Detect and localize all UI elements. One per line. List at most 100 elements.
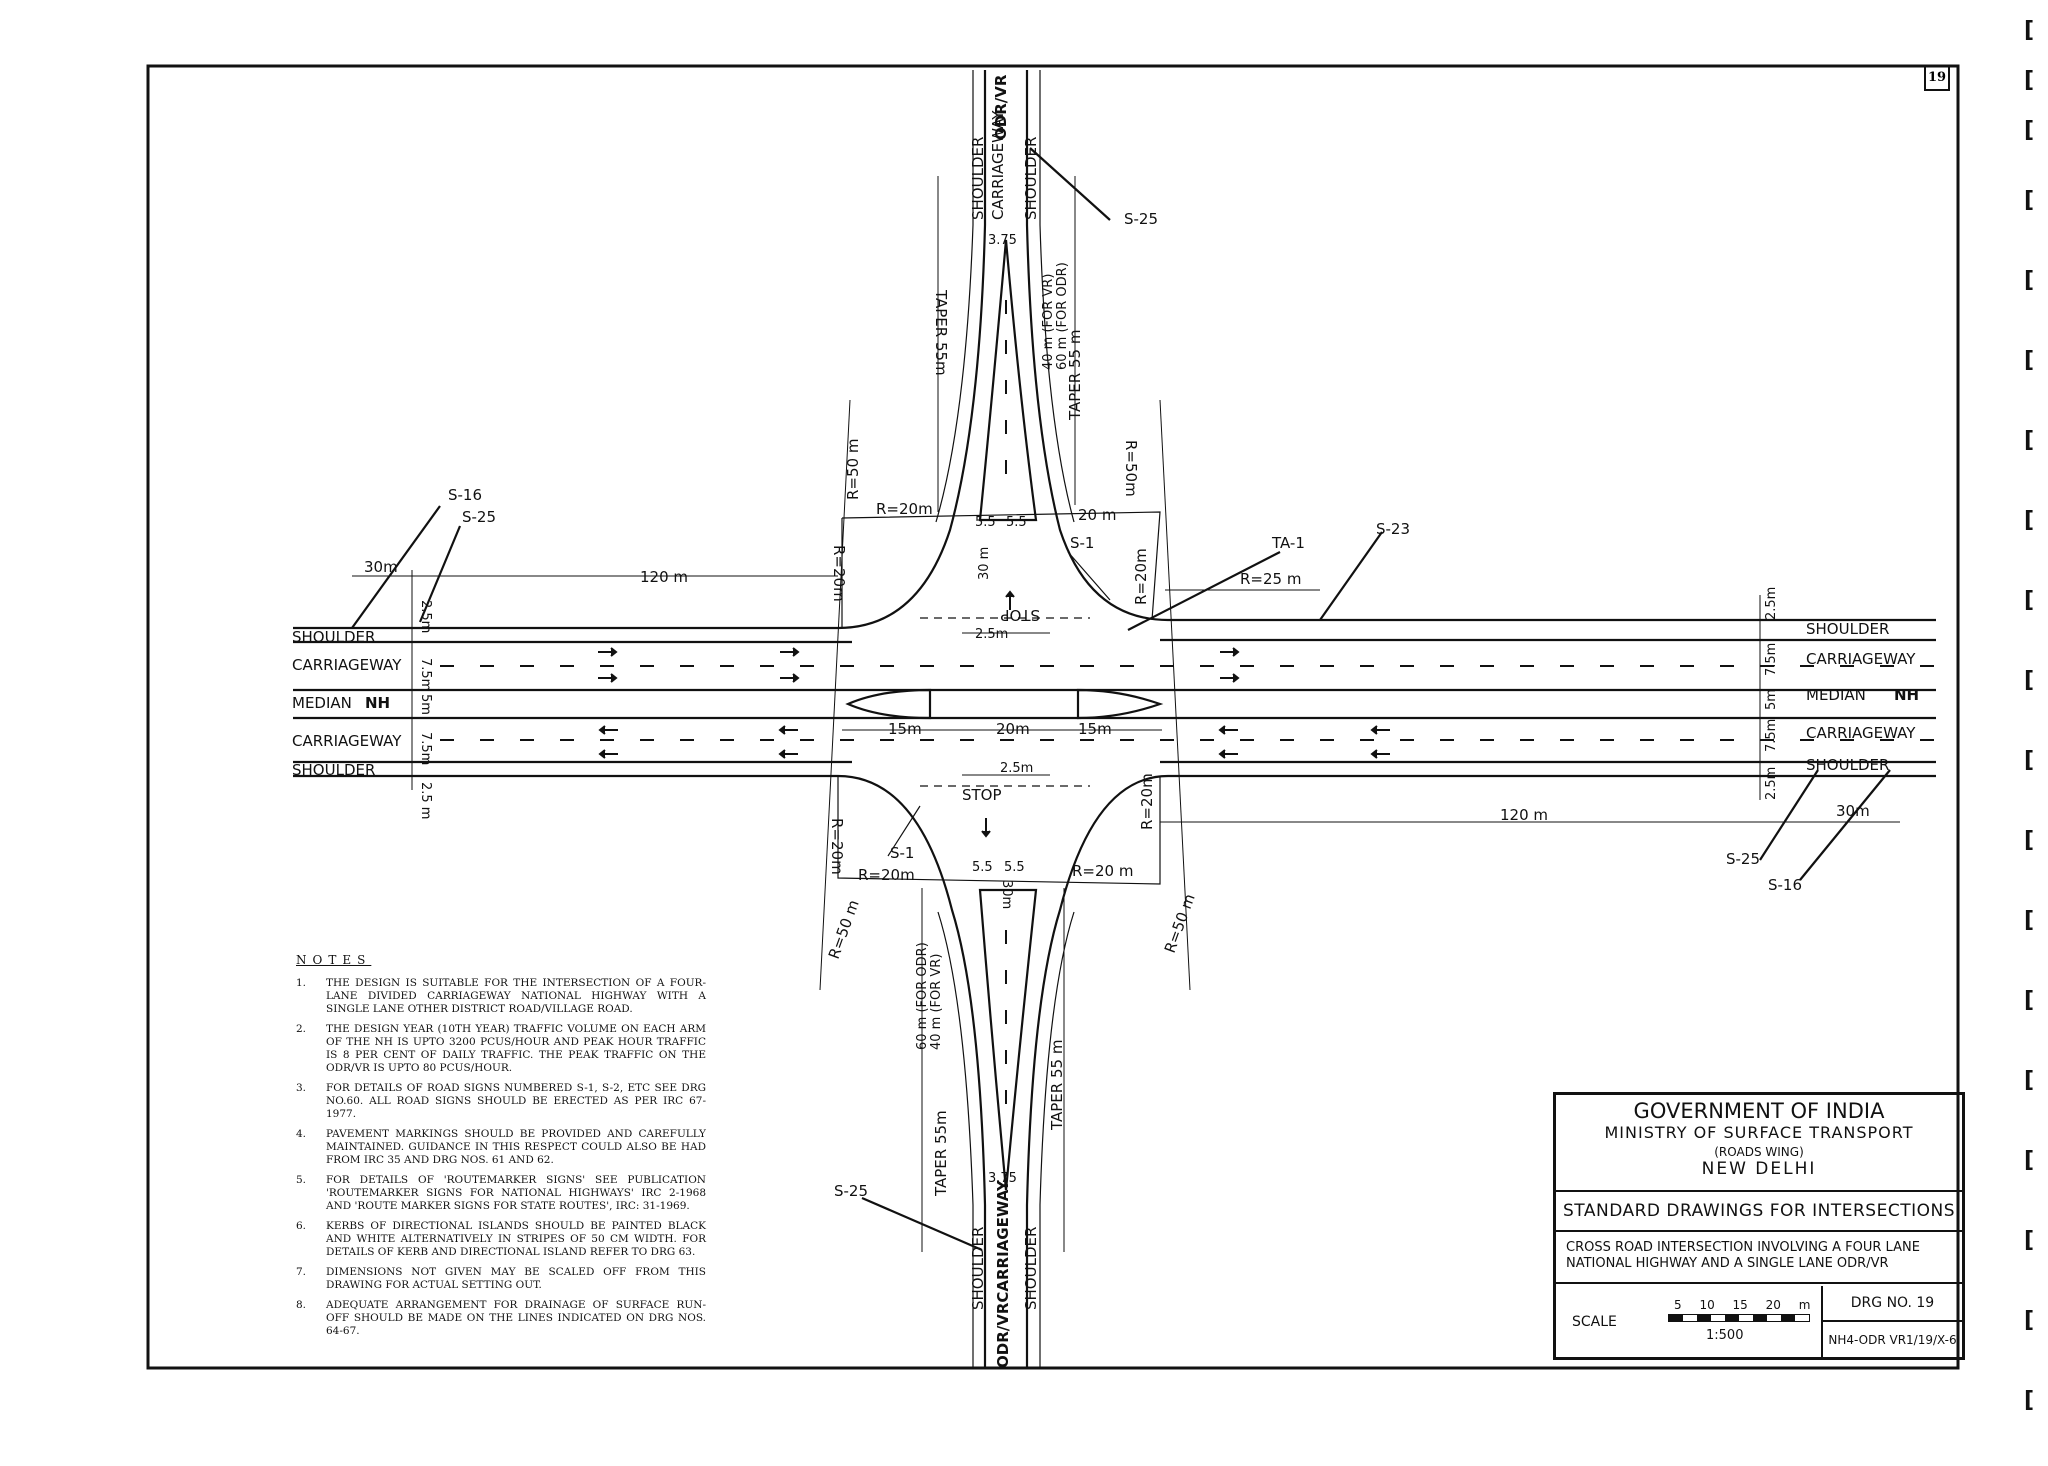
note-item: 5.For details of 'Routemarker Signs' see… — [296, 1174, 706, 1213]
dim-60m-odr-south: 60 m (FOR ODR) — [915, 942, 930, 1050]
sign-s25-south: S-25 — [834, 1182, 868, 1200]
dim-15m-left: 15m — [888, 720, 922, 738]
note-number: 6. — [296, 1220, 307, 1232]
drawing-frame — [146, 64, 1960, 1370]
note-number: 5. — [296, 1174, 307, 1186]
radius-50m-sw: R=50 m — [825, 897, 863, 961]
notes-heading: NOTES — [296, 953, 372, 967]
city-title: NEW DELHI — [1701, 1159, 1817, 1179]
dim-20m-center: 20m — [996, 720, 1030, 738]
binding-mark-icon: [ — [2024, 268, 2035, 293]
national-highway — [293, 617, 1936, 787]
note-item: 8.Adequate arrangement for drainage of s… — [296, 1299, 706, 1338]
scale-label: SCALE — [1572, 1314, 1617, 1330]
binding-mark-icon: [ — [2024, 188, 2035, 213]
note-item: 3.For details of road signs numbered S-1… — [296, 1082, 706, 1121]
taper-south-right: TAPER 55 m — [1048, 1040, 1066, 1131]
shoulder-label-north-left: SHOULDER — [969, 137, 987, 220]
shoulder-label-south-left: SHOULDER — [969, 1227, 987, 1310]
dim-120m-left: 120 m — [640, 568, 688, 586]
dim-5m-right: 5m — [1764, 689, 1779, 710]
note-text: Pavement markings should be provided and… — [326, 1128, 706, 1166]
binding-mark-icon: [ — [2024, 828, 2035, 853]
dim-2-5m-south: 2.5m — [1000, 761, 1033, 776]
scale-ratio: 1:500 — [1706, 1328, 1744, 1343]
median-label-left: MEDIAN — [292, 694, 352, 712]
drawing-description: Cross road intersection involving a four… — [1556, 1232, 1962, 1284]
note-item: 1.The design is suitable for the interse… — [296, 977, 706, 1016]
nh-label-left: NH — [365, 694, 390, 712]
note-text: Kerbs of directional islands should be p… — [326, 1220, 706, 1258]
binding-mark-icon: [ — [2024, 1228, 2035, 1253]
sheet-number: 19 — [1924, 65, 1950, 91]
lane-arrows — [598, 590, 1390, 838]
binding-mark-icon: [ — [2024, 1388, 2035, 1413]
binding-mark-icon: [ — [2024, 668, 2035, 693]
note-item: 2. The design year (10th year) traffic vo… — [296, 1023, 706, 1075]
scale-ticks: 5 10 15 20 m — [1674, 1298, 1811, 1312]
note-number: 7. — [296, 1266, 307, 1278]
sign-s25-right: S-25 — [1726, 850, 1760, 868]
radius-20m-w-bottom: R=20m — [828, 818, 846, 875]
carriageway-label-right-bottom: CARRIAGEWAY — [1806, 724, 1916, 742]
binding-mark-icon: [ — [2024, 748, 2035, 773]
drawing-reference: NH4-ODR VR1/19/X-6 — [1828, 1333, 1957, 1347]
binding-mark-icon: [ — [2024, 1308, 2035, 1333]
radius-20m-e-top: R=20m — [1132, 548, 1150, 605]
note-number: 2. — [296, 1023, 307, 1035]
scale-box: SCALE 5 10 15 20 m 1:500 — [1556, 1286, 1823, 1360]
note-text: The design is suitable for the intersect… — [326, 977, 706, 1015]
dim-2-5m-north: 2.5m — [975, 627, 1008, 642]
shoulder-label-left-top: SHOULDER — [292, 628, 375, 646]
dimension-lines — [352, 176, 1900, 1252]
dim-2-5m-right-bottom: 2.5m — [1764, 767, 1779, 800]
shoulder-label-north-right: SHOULDER — [1022, 137, 1040, 220]
sign-s25-north: S-25 — [1124, 210, 1158, 228]
nh-label-right: NH — [1894, 686, 1919, 704]
dim-7-5m-right-top: 7.5m — [1764, 643, 1779, 676]
binding-mark-icon: [ — [2024, 348, 2035, 373]
taper-north-left: TAPER 55m — [932, 289, 950, 376]
sign-s16-right: S-16 — [1768, 876, 1802, 894]
dim-30m-south: 30m — [999, 880, 1014, 909]
note-item: 4. Pavement markings should be provided a… — [296, 1128, 706, 1167]
carriageway-label-north: CARRIAGEWAY — [989, 110, 1007, 220]
taper-south-left: TAPER 55m — [932, 1110, 950, 1197]
note-number: 4. — [296, 1128, 307, 1140]
description-line-1: Cross road intersection involving a four… — [1566, 1240, 1920, 1255]
binding-mark-icon: [ — [2024, 1148, 2035, 1173]
dim-40m-vr-north: 40 m (FOR VR) — [1041, 274, 1056, 370]
sign-s25-left: S-25 — [462, 508, 496, 526]
shoulder-label-south-right: SHOULDER — [1022, 1227, 1040, 1310]
radius-20m-e-bottom: R=20m — [1138, 773, 1156, 830]
taper-north-right: TAPER 55 m — [1066, 330, 1084, 421]
carriageway-label-left-bottom: CARRIAGEWAY — [292, 732, 402, 750]
note-text: Dimensions not given may be scaled off f… — [326, 1266, 706, 1291]
dim-2-5m-left-bottom: 2.5 m — [418, 782, 433, 819]
title-block: GOVERNMENT OF INDIA MINISTRY OF SURFACE … — [1553, 1092, 1965, 1360]
odr-vr-carriageway-label-south: ODR/VRCARRIAGEWAY — [994, 1179, 1012, 1368]
shoulder-label-right-top: SHOULDER — [1806, 620, 1889, 638]
description-line-2: national highway and a single lane ODR/V… — [1566, 1256, 1889, 1271]
notes-section: NOTES 1.The design is suitable for the i… — [296, 954, 706, 1345]
note-text: The design year (10th year) traffic volu… — [326, 1023, 706, 1074]
radius-50m-nw: R=50 m — [844, 439, 862, 500]
note-item: 6. Kerbs of directional islands should be… — [296, 1220, 706, 1259]
government-title: GOVERNMENT OF INDIA — [1633, 1099, 1885, 1123]
dim-5-5-south-left: 5.5 — [972, 860, 993, 875]
wing-title: (ROADS WING) — [1714, 1145, 1804, 1159]
median-label-right: MEDIAN — [1806, 686, 1866, 704]
dim-7-5m-right-bottom: 7.5m — [1764, 719, 1779, 752]
dim-5-5-north-right: 5.5 — [1006, 515, 1027, 530]
dim-2-5m-left-top: 2.5m — [418, 600, 433, 633]
binding-mark-icon: [ — [2024, 428, 2035, 453]
dim-3-75-north: 3.75 — [988, 233, 1017, 248]
dim-20m-north-right: 20 m — [1078, 506, 1116, 524]
title-block-authority: GOVERNMENT OF INDIA MINISTRY OF SURFACE … — [1556, 1095, 1962, 1192]
binding-mark-icon: [ — [2024, 68, 2035, 93]
dim-5-5-north-left: 5.5 — [975, 515, 996, 530]
binding-mark-icon: [ — [2024, 18, 2035, 43]
binding-mark-icon: [ — [2024, 1068, 2035, 1093]
sign-s1-south: S-1 — [890, 844, 914, 862]
sign-s1-north: S-1 — [1070, 534, 1094, 552]
